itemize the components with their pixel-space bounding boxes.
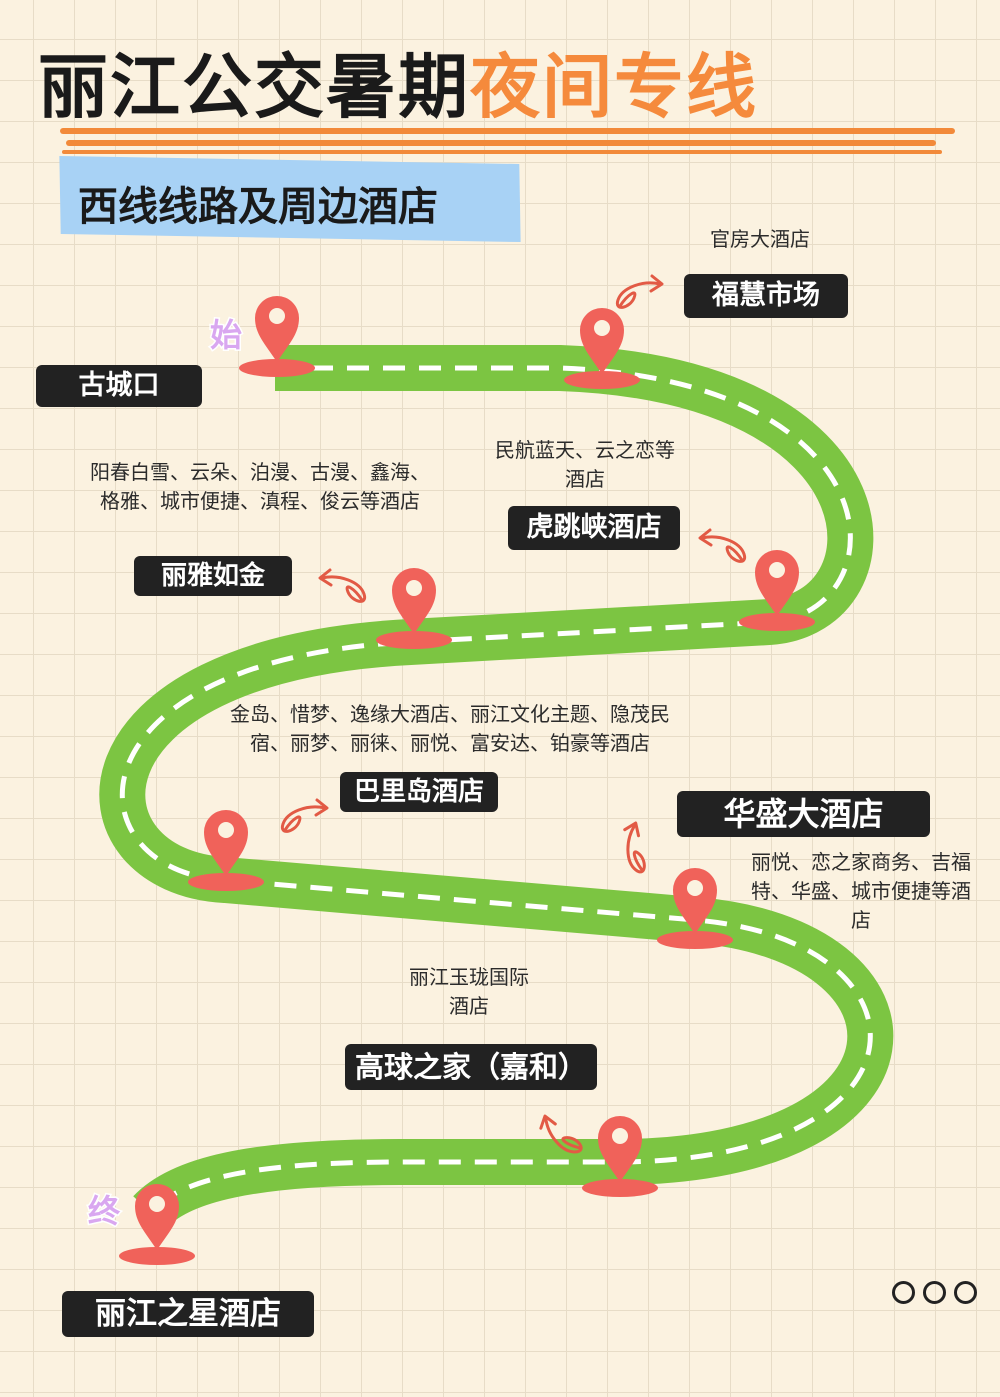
- title-underline-3: [62, 150, 942, 154]
- station-7-label: 高球之家（嘉和）: [345, 1044, 597, 1090]
- station-7-hotels: 丽江玉珑国际酒店: [409, 965, 529, 1018]
- station-4-label: 丽雅如金: [134, 556, 292, 596]
- title-underline-1: [60, 128, 955, 134]
- title-part2: 夜间专线: [470, 46, 758, 128]
- station-3-label: 虎跳峡酒店: [508, 506, 680, 550]
- title-part1: 丽江公交暑期: [38, 46, 470, 128]
- start-marker: 始: [210, 316, 242, 354]
- station-5-label: 巴里岛酒店: [340, 772, 498, 812]
- station-6-label: 华盛大酒店: [677, 791, 930, 837]
- road-dashes: [119, 365, 873, 1214]
- station-2-hotels: 官房大酒店: [710, 227, 810, 251]
- arrow-icon-4: [280, 798, 329, 833]
- arrow-icon-5: [611, 818, 660, 875]
- subtitle: 西线线路及周边酒店: [78, 184, 438, 230]
- station-8-label: 丽江之星酒店: [62, 1291, 314, 1337]
- pin-icon-1: [239, 296, 315, 377]
- dot-1: [892, 1281, 915, 1304]
- station-2-label: 福慧市场: [684, 274, 848, 318]
- pin-icon-4: [376, 568, 452, 649]
- station-4-hotels: 阳春白雪、云朵、泊漫、古漫、鑫海、格雅、城市便捷、滇程、俊云等酒店: [90, 460, 430, 513]
- dot-2: [923, 1281, 946, 1304]
- arrow-icon-1: [615, 274, 664, 309]
- station-6-hotels: 丽悦、恋之家商务、吉福特、华盛、城市便捷等酒店: [751, 850, 971, 932]
- more-icon: [892, 1281, 977, 1304]
- station-3-hotels: 民航蓝天、云之恋等酒店: [495, 438, 675, 491]
- page-title: 丽江公交暑期夜间专线: [38, 42, 758, 132]
- station-5-hotels: 金岛、惜梦、逸缘大酒店、丽江文化主题、隐茂民宿、丽梦、丽徕、丽悦、富安达、铂豪等…: [230, 702, 670, 755]
- end-marker: 终: [88, 1192, 121, 1230]
- station-1-label: 古城口: [36, 365, 202, 407]
- dot-3: [954, 1281, 977, 1304]
- arrow-icon-2: [698, 528, 747, 563]
- title-underline-2: [66, 140, 936, 146]
- pin-icon-5: [188, 810, 264, 891]
- arrow-icon-3: [318, 568, 367, 603]
